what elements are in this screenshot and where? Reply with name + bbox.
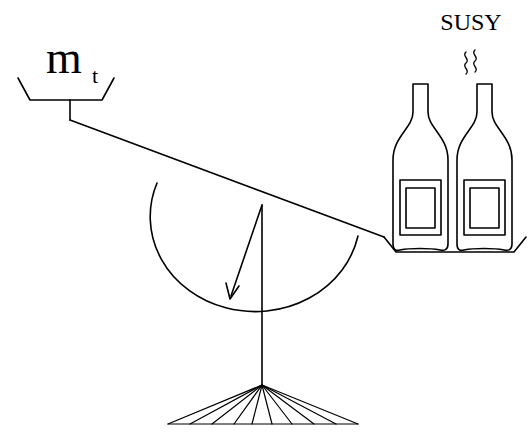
vapour-wisp bbox=[465, 52, 468, 74]
bottle bbox=[457, 84, 512, 250]
bottle bbox=[393, 84, 448, 250]
balance-beam bbox=[70, 120, 384, 237]
susy-label: SUSY bbox=[440, 10, 501, 34]
mass-symbol: m bbox=[46, 35, 82, 81]
pointer-head bbox=[226, 283, 239, 299]
base bbox=[168, 385, 358, 424]
pointer bbox=[231, 205, 262, 296]
dial-arc bbox=[150, 183, 358, 312]
vapour-wisp bbox=[474, 50, 477, 72]
left-pan bbox=[18, 78, 114, 100]
mass-subscript: t bbox=[92, 65, 98, 87]
left-pan-stem bbox=[69, 100, 71, 120]
stand bbox=[261, 205, 263, 385]
